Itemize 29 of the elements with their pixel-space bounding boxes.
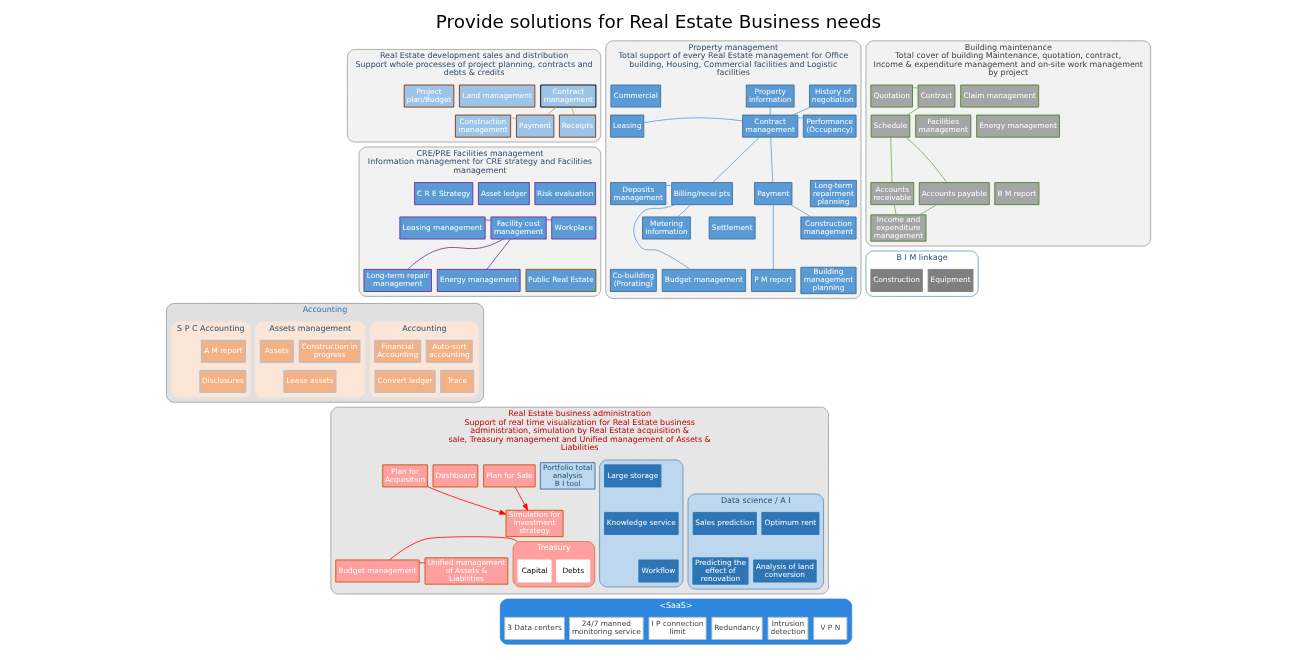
- connector: [665, 184, 672, 186]
- connector: [388, 536, 518, 561]
- connector: [570, 106, 575, 116]
- connector: [546, 106, 557, 116]
- connector: [769, 137, 773, 183]
- diagram-title: Provide solutions for Real Estate Business needs: [435, 10, 881, 32]
- arrow: [514, 486, 528, 511]
- connector: [509, 117, 517, 119]
- connector: [893, 204, 896, 216]
- arrow: [426, 486, 506, 515]
- connector: [486, 238, 511, 270]
- connector: [643, 117, 743, 124]
- connector: [904, 136, 947, 183]
- connector: [418, 562, 425, 564]
- connector: [889, 137, 892, 183]
- connector: [484, 219, 491, 221]
- connector: [769, 106, 771, 116]
- connector: [789, 204, 811, 218]
- cluster: [598, 459, 683, 588]
- connector: [791, 106, 810, 116]
- connector: [911, 87, 918, 89]
- connector: [906, 106, 920, 116]
- connector: [772, 204, 774, 270]
- connector: [918, 204, 937, 216]
- connector: [796, 117, 803, 119]
- connector: [712, 137, 760, 183]
- connector: [676, 204, 691, 218]
- connector: [545, 219, 552, 221]
- connector: [406, 238, 504, 270]
